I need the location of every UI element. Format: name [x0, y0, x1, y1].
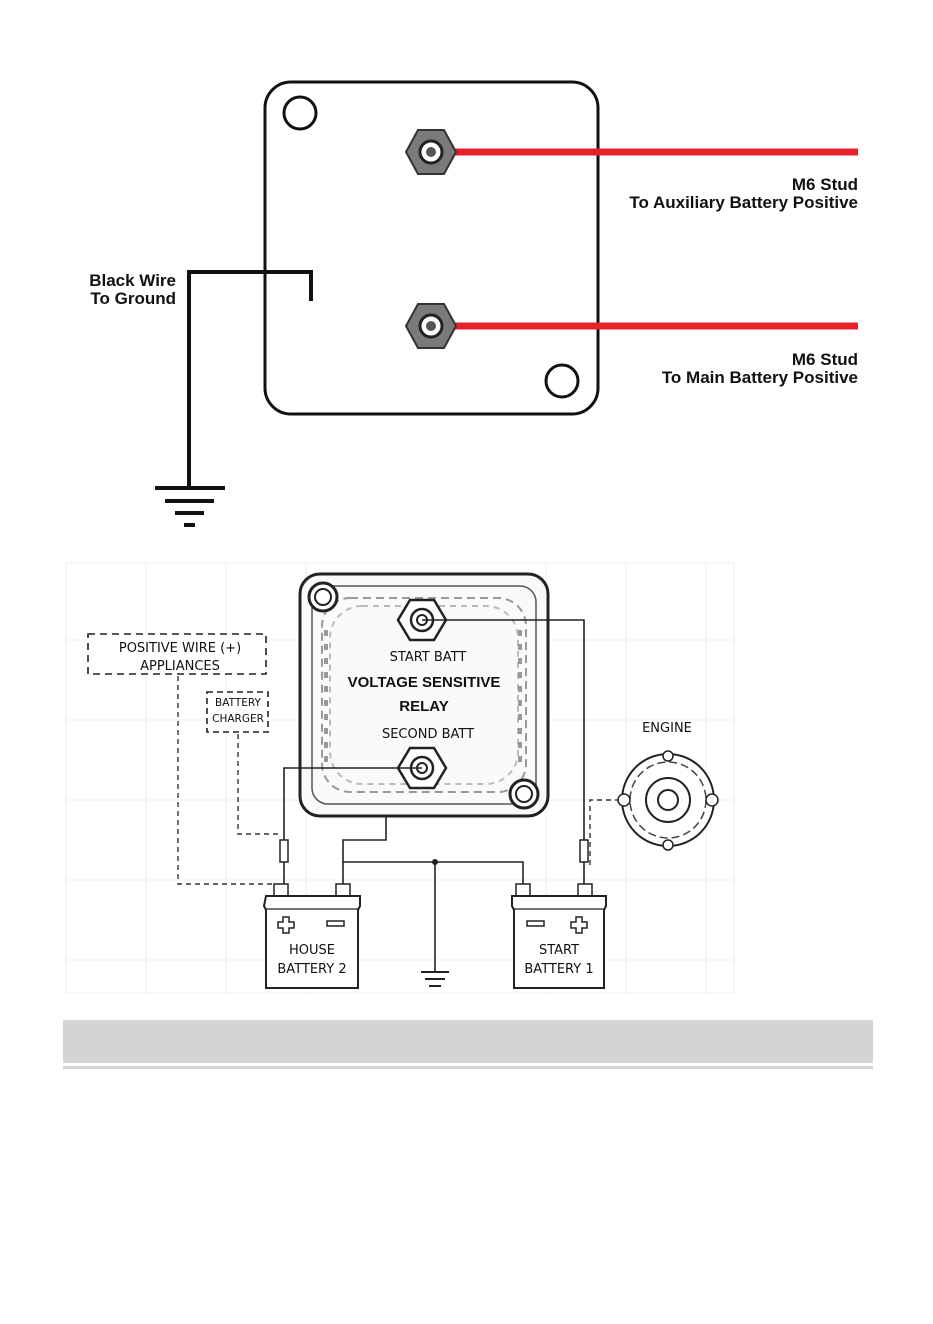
relay-ground-wire	[343, 816, 523, 884]
top-wiring-diagram: M6 Stud To Auxiliary Battery Positive M6…	[89, 82, 858, 525]
start-fuse-icon	[580, 840, 588, 862]
ground-wire-label: Black Wire	[89, 271, 176, 290]
aux-stud-label: M6 Stud	[792, 175, 858, 194]
engine-alternator-icon	[618, 751, 718, 850]
positive-wire-label: POSITIVE WIRE (+)	[119, 641, 241, 656]
mounting-hole-top-left	[284, 97, 316, 129]
relay-corner-bolt-icon	[309, 583, 337, 611]
main-stud-label: M6 Stud	[792, 350, 858, 369]
aux-stud-nut-icon	[406, 130, 456, 174]
relay-subtitle: RELAY	[399, 698, 448, 715]
ground-wire-description: To Ground	[90, 289, 176, 308]
ground-symbol-icon	[155, 488, 225, 525]
battery-charger-box: BATTERY CHARGER	[207, 692, 268, 732]
house-battery-number: BATTERY 2	[277, 962, 346, 977]
start-battery-label: START	[539, 943, 579, 958]
mounting-hole-bottom-right	[546, 365, 578, 397]
second-batt-label: SECOND BATT	[382, 727, 474, 742]
relay-corner-bolt-icon	[510, 780, 538, 808]
charger-wire	[238, 734, 280, 834]
charger-label: CHARGER	[212, 713, 264, 725]
voltage-sensitive-relay: START BATT VOLTAGE SENSITIVE RELAY SECON…	[300, 574, 548, 816]
positive-wire-appliances-box: POSITIVE WIRE (+) APPLIANCES	[88, 634, 266, 674]
caption-divider	[63, 1066, 873, 1069]
engine-wire	[590, 800, 620, 868]
house-fuse-icon	[280, 840, 288, 862]
engine-label: ENGINE	[642, 721, 692, 736]
start-batt-label: START BATT	[390, 650, 467, 665]
relay-title: VOLTAGE SENSITIVE	[348, 674, 501, 691]
caption-bar	[63, 1020, 873, 1063]
battery-charger-label: BATTERY	[215, 697, 261, 709]
start-battery-number: BATTERY 1	[524, 962, 593, 977]
main-stud-description: To Main Battery Positive	[662, 368, 858, 387]
house-battery-label: HOUSE	[289, 943, 335, 958]
main-stud-nut-icon	[406, 304, 456, 348]
aux-stud-description: To Auxiliary Battery Positive	[629, 193, 858, 212]
bottom-wiring-diagram: START BATT VOLTAGE SENSITIVE RELAY SECON…	[66, 563, 734, 993]
ground-symbol-icon	[421, 972, 449, 986]
appliances-label: APPLIANCES	[140, 659, 220, 674]
